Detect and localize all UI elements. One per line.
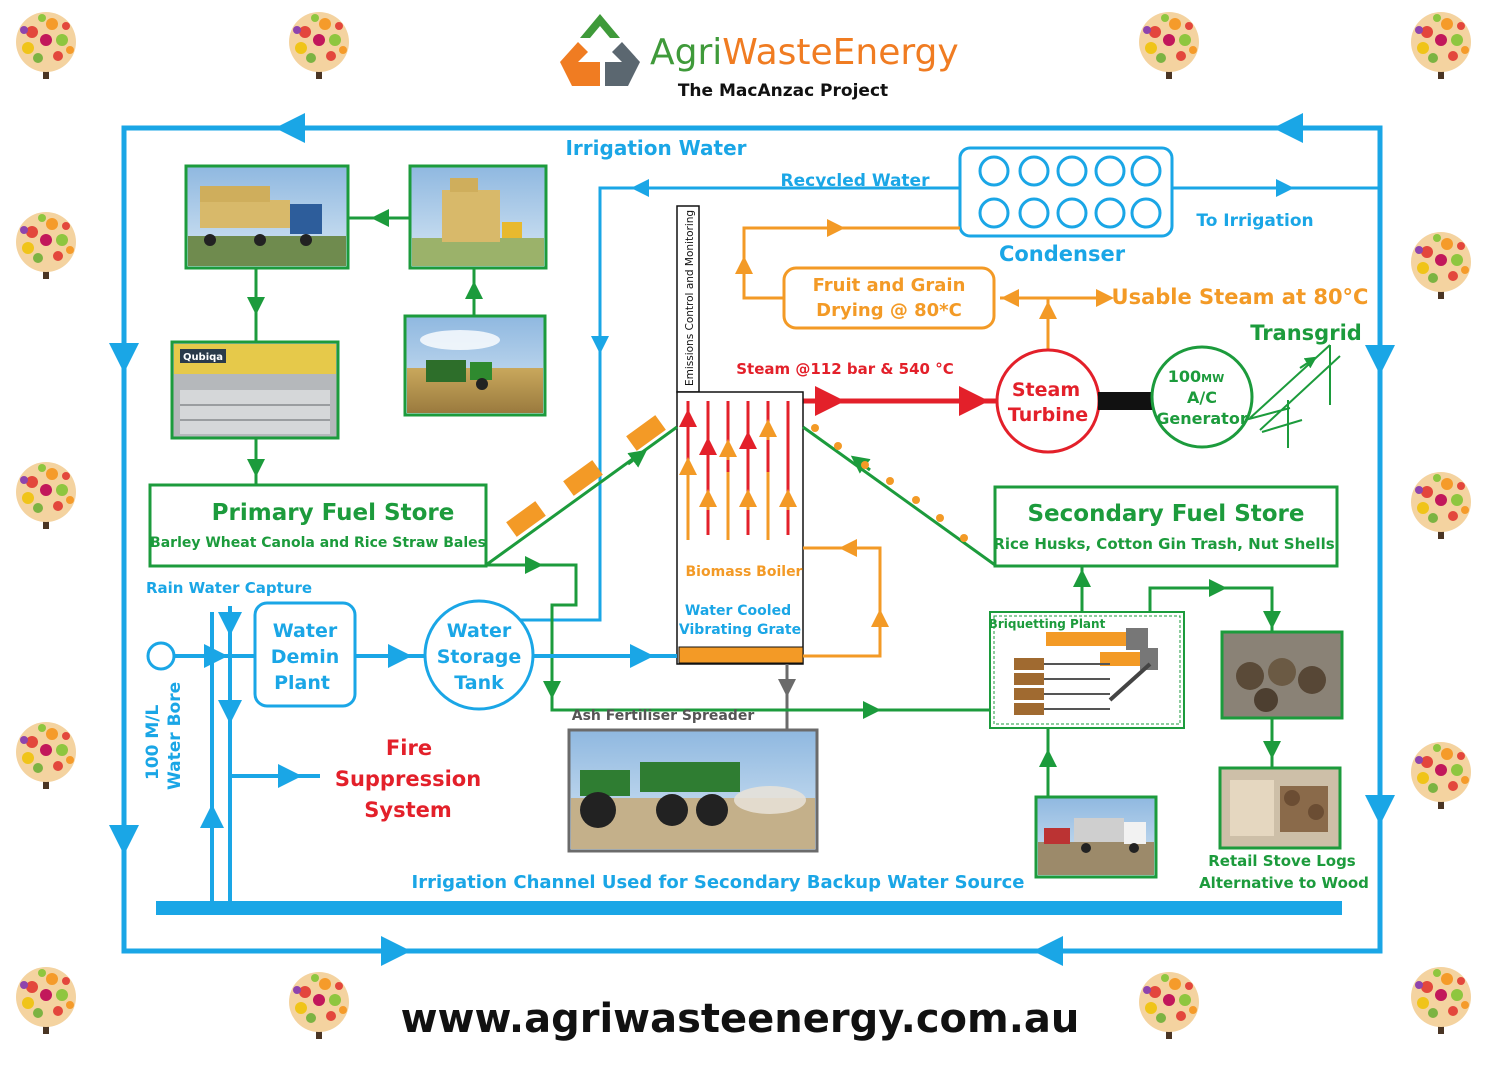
fire-suppression: Fire Suppression System [335, 736, 481, 822]
primary-store-title: Primary Fuel Store [212, 500, 455, 526]
tree-icon [1409, 10, 1473, 81]
brand-logo: AgriWasteEnergy The MacAnzac Project [560, 14, 959, 101]
truck-bales-photo [184, 164, 350, 270]
svg-text:A/C: A/C [1187, 388, 1217, 407]
website-url[interactable]: www.agriwasteenergy.com.au [401, 996, 1080, 1042]
recycled-water-line [520, 179, 1380, 622]
tree-icon [14, 460, 78, 531]
briquette-logs-photo [1220, 630, 1344, 720]
ac-generator: 100MW A/C Generator [1150, 345, 1254, 449]
irrigation-loop [109, 113, 1395, 966]
steam-spec-label: Steam @112 bar & 540 °C [736, 360, 953, 378]
rain-water-label: Rain Water Capture [146, 579, 312, 597]
tree-icon [1409, 230, 1473, 301]
transgrid-label: Transgrid [1250, 321, 1362, 345]
boiler-feed-line [803, 539, 889, 658]
briquetting-plant: Briquetting Plant [989, 611, 1185, 729]
svg-text:100MW: 100MW [1168, 367, 1225, 386]
tree-icon [287, 10, 351, 81]
condenser-label: Condenser [999, 242, 1126, 266]
warehouse-photo: Qubiqa [170, 340, 340, 440]
tree-icon [14, 210, 78, 281]
secondary-store-title: Secondary Fuel Store [1027, 501, 1304, 527]
straw-supply-flow [247, 209, 995, 719]
biomass-boiler-label: Biomass Boiler [686, 564, 803, 580]
svg-text:Generator: Generator [1156, 409, 1248, 428]
condenser: Condenser [958, 146, 1174, 266]
irrigation-channel-label: Irrigation Channel Used for Secondary Ba… [412, 872, 1025, 893]
turbine-shaft [1098, 392, 1154, 410]
retail-logs-photo [1218, 766, 1342, 850]
svg-text:Turbine: Turbine [1008, 404, 1088, 426]
transgrid-tower [1244, 344, 1341, 448]
primary-fuel-store: Primary Fuel Store Barley Wheat Canola a… [148, 483, 488, 568]
grate-label-1: Water Cooled [685, 603, 791, 619]
usable-steam-label: Usable Steam at 80°C [1112, 285, 1369, 309]
briquetting-flows [1039, 566, 1281, 797]
baler-field-photo [403, 314, 547, 417]
svg-text:Water Bore: Water Bore [165, 682, 185, 790]
delivery-trucks-photo [1034, 795, 1158, 879]
steam-turbine: Steam Turbine [995, 348, 1101, 454]
tree-icon [1137, 10, 1201, 81]
svg-text:AgriWasteEnergy: AgriWasteEnergy [650, 32, 959, 73]
svg-text:100 M/L: 100 M/L [143, 704, 163, 780]
svg-text:Plant: Plant [274, 672, 330, 694]
to-irrigation-label: To Irrigation [1196, 211, 1313, 231]
tree-icon [14, 10, 78, 81]
tree-icon [14, 965, 78, 1036]
recycle-icon [560, 14, 640, 86]
page-subtitle: The MacAnzac Project [678, 81, 888, 101]
svg-text:Steam: Steam [1012, 379, 1080, 401]
water-demin-plant: Water Demin Plant [253, 601, 357, 708]
grate-label-2: Vibrating Grate [679, 622, 801, 638]
svg-text:Fire: Fire [386, 736, 432, 760]
tree-icon [1137, 970, 1201, 1041]
bale-stack-photo [408, 164, 548, 270]
primary-conveyor [485, 415, 678, 567]
svg-text:Suppression: Suppression [335, 767, 481, 791]
svg-text:Qubiqa: Qubiqa [183, 352, 223, 363]
ash-spreader-label: Ash Fertiliser Spreader [572, 708, 755, 724]
biomass-boiler: Emissions Control and Monitoring Biomass… [676, 205, 804, 665]
vibrating-grate [678, 646, 804, 664]
svg-text:System: System [364, 798, 451, 822]
svg-text:Tank: Tank [454, 672, 504, 694]
emissions-label: Emissions Control and Monitoring [684, 210, 696, 386]
fruit-grain-drying: Fruit and Grain Drying @ 80*C [782, 266, 996, 330]
svg-text:Water: Water [273, 620, 338, 642]
svg-text:Drying @ 80*C: Drying @ 80*C [816, 300, 962, 321]
svg-text:Demin: Demin [271, 646, 340, 668]
recycled-water-label: Recycled Water [781, 171, 931, 191]
ash-spreader: Ash Fertiliser Spreader [567, 708, 819, 853]
tree-icon [287, 970, 351, 1041]
tree-icon [14, 720, 78, 791]
water-supply-lines [172, 606, 677, 908]
irrigation-water-label: Irrigation Water [565, 136, 746, 160]
tree-icon [1409, 470, 1473, 541]
water-storage-tank: Water Storage Tank [423, 599, 535, 711]
secondary-fuel-store: Secondary Fuel Store Rice Husks, Cotton … [993, 485, 1339, 568]
primary-store-subtitle: Barley Wheat Canola and Rice Straw Bales [150, 535, 486, 551]
irrigation-channel [156, 901, 1342, 915]
svg-text:Fruit and Grain: Fruit and Grain [813, 275, 966, 296]
tree-icon [1409, 740, 1473, 811]
retail-logs-label-1: Retail Stove Logs [1208, 852, 1356, 870]
water-bore: 100 M/L Water Bore [143, 641, 185, 790]
secondary-conveyor [802, 424, 996, 567]
svg-text:Water: Water [447, 620, 512, 642]
retail-logs-label-2: Alternative to Wood [1199, 874, 1369, 892]
tree-icon [1409, 965, 1473, 1036]
secondary-store-subtitle: Rice Husks, Cotton Gin Trash, Nut Shells [993, 535, 1334, 553]
briquetting-label: Briquetting Plant [989, 617, 1106, 631]
svg-text:Storage: Storage [437, 646, 522, 668]
